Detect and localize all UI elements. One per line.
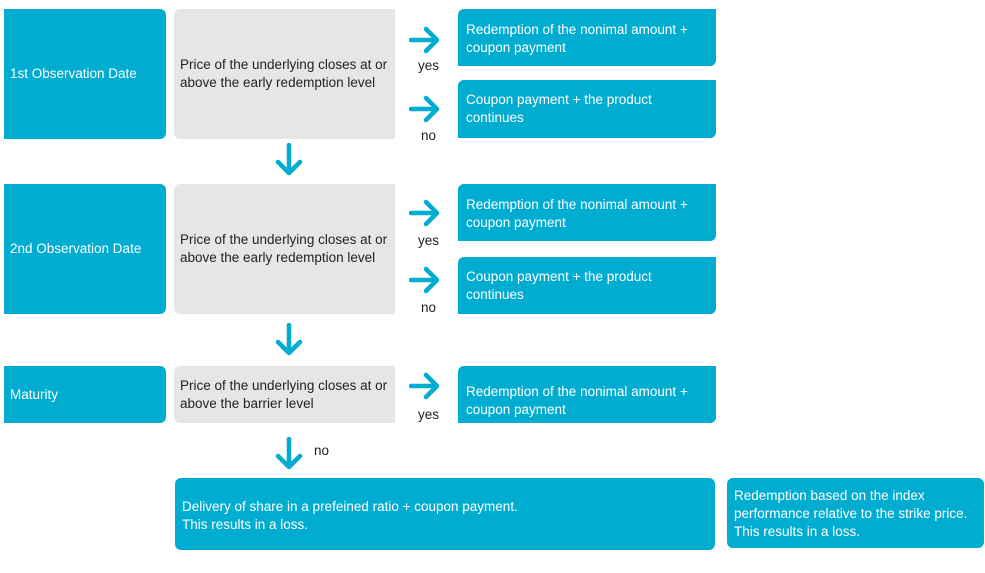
condition-text: Price of the underlying closes at or abo… bbox=[180, 377, 388, 411]
no-label: no bbox=[421, 128, 437, 143]
outcome-text: Coupon payment + the product continues bbox=[466, 269, 652, 302]
outcome-no-1: Coupon payment + the product continues bbox=[458, 80, 716, 138]
outcome-text: Redemption of the nonimal amount + coupo… bbox=[466, 197, 688, 230]
condition-text: Price of the underlying closes at or abo… bbox=[180, 232, 388, 265]
final-outcome-index-redemption: Redemption based on the index performanc… bbox=[727, 478, 984, 548]
stage-label: 2nd Observation Date bbox=[10, 241, 142, 256]
outcome-text: Coupon payment + the product continues bbox=[466, 92, 652, 125]
stage-label: 1st Observation Date bbox=[10, 66, 137, 81]
stage-2nd-observation: 2nd Observation Date bbox=[4, 184, 166, 314]
outcome-text: Delivery of share in a prefeined ratio +… bbox=[182, 499, 518, 532]
condition-text: Price of the underlying closes at or abo… bbox=[180, 57, 388, 90]
arrow-right-icon bbox=[409, 266, 440, 294]
final-outcome-share-delivery: Delivery of share in a prefeined ratio +… bbox=[175, 478, 715, 550]
outcome-yes-2: Redemption of the nonimal amount + coupo… bbox=[458, 184, 716, 241]
stage-label: Maturity bbox=[10, 386, 59, 402]
no-label: no bbox=[314, 443, 330, 458]
stage-maturity: Maturity bbox=[4, 366, 166, 423]
outcome-text: Redemption of the nonimal amount + coupo… bbox=[466, 384, 688, 417]
arrow-right-icon bbox=[409, 26, 440, 54]
no-label: no bbox=[421, 300, 437, 315]
yes-label: yes bbox=[418, 407, 440, 422]
outcome-text: Redemption based on the index performanc… bbox=[734, 488, 968, 539]
condition-2: Price of the underlying closes at or abo… bbox=[174, 184, 395, 314]
yes-label: yes bbox=[418, 233, 440, 248]
outcome-no-2: Coupon payment + the product continues bbox=[458, 257, 716, 314]
arrow-right-icon bbox=[409, 199, 440, 227]
condition-3: Price of the underlying closes at or abo… bbox=[174, 366, 395, 423]
arrow-right-icon bbox=[409, 372, 440, 400]
arrow-down-icon bbox=[275, 143, 303, 176]
arrow-right-icon bbox=[409, 95, 440, 123]
outcome-yes-3: Redemption of the nonimal amount + coupo… bbox=[458, 366, 716, 423]
outcome-yes-1: Redemption of the nonimal amount + coupo… bbox=[458, 9, 716, 66]
outcome-text: Redemption of the nonimal amount + coupo… bbox=[466, 22, 688, 55]
stage-1st-observation: 1st Observation Date bbox=[4, 9, 166, 139]
arrow-down-icon bbox=[275, 437, 303, 470]
condition-1: Price of the underlying closes at or abo… bbox=[174, 9, 395, 139]
arrow-down-icon bbox=[275, 323, 303, 356]
yes-label: yes bbox=[418, 58, 440, 73]
